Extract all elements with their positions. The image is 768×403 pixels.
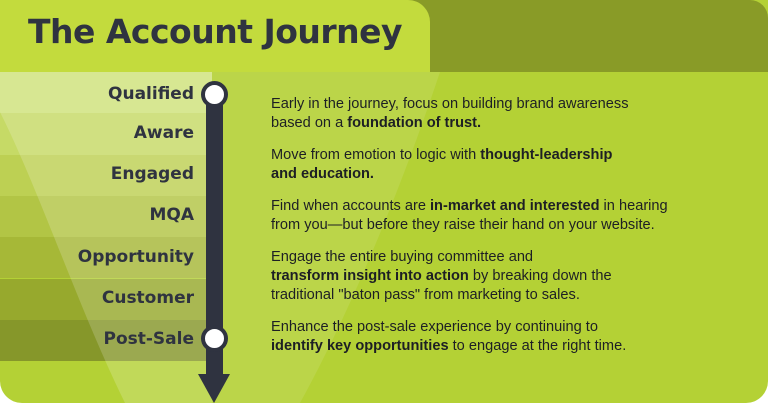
stage-label-post-sale: Post-Sale [103,329,194,349]
description-awareness: Early in the journey, focus on building … [271,96,629,131]
description-in-market: Find when accounts are in-market and int… [271,198,668,233]
down-arrow-icon [198,374,230,403]
stage-label-customer: Customer [101,288,194,308]
stage-band-post-sale [0,319,212,362]
stage-band-customer [0,278,212,320]
stage-band-aware [0,113,212,155]
stage-label-opportunity: Opportunity [77,247,194,267]
timeline-node-start [201,81,228,108]
timeline-track [206,94,223,377]
title-tab: The Account Journey [0,0,430,72]
description-opportunity: Engage the entire buying committee and t… [271,249,612,303]
stage-label-aware: Aware [133,123,194,143]
stage-band-qualified [0,72,212,114]
stage-label-qualified: Qualified [108,84,194,104]
stage-label-engaged: Engaged [110,164,194,184]
stage-band-engaged [0,154,212,196]
stage-band-mqa [0,195,212,238]
stage-label-mqa: MQA [149,205,194,225]
page-title: The Account Journey [28,12,403,51]
description-engagement: Move from emotion to logic with thought-… [271,147,613,182]
timeline-node-end [201,325,228,352]
stage-band-opportunity [0,237,212,279]
description-post-sale: Enhance the post-sale experience by cont… [271,319,627,354]
